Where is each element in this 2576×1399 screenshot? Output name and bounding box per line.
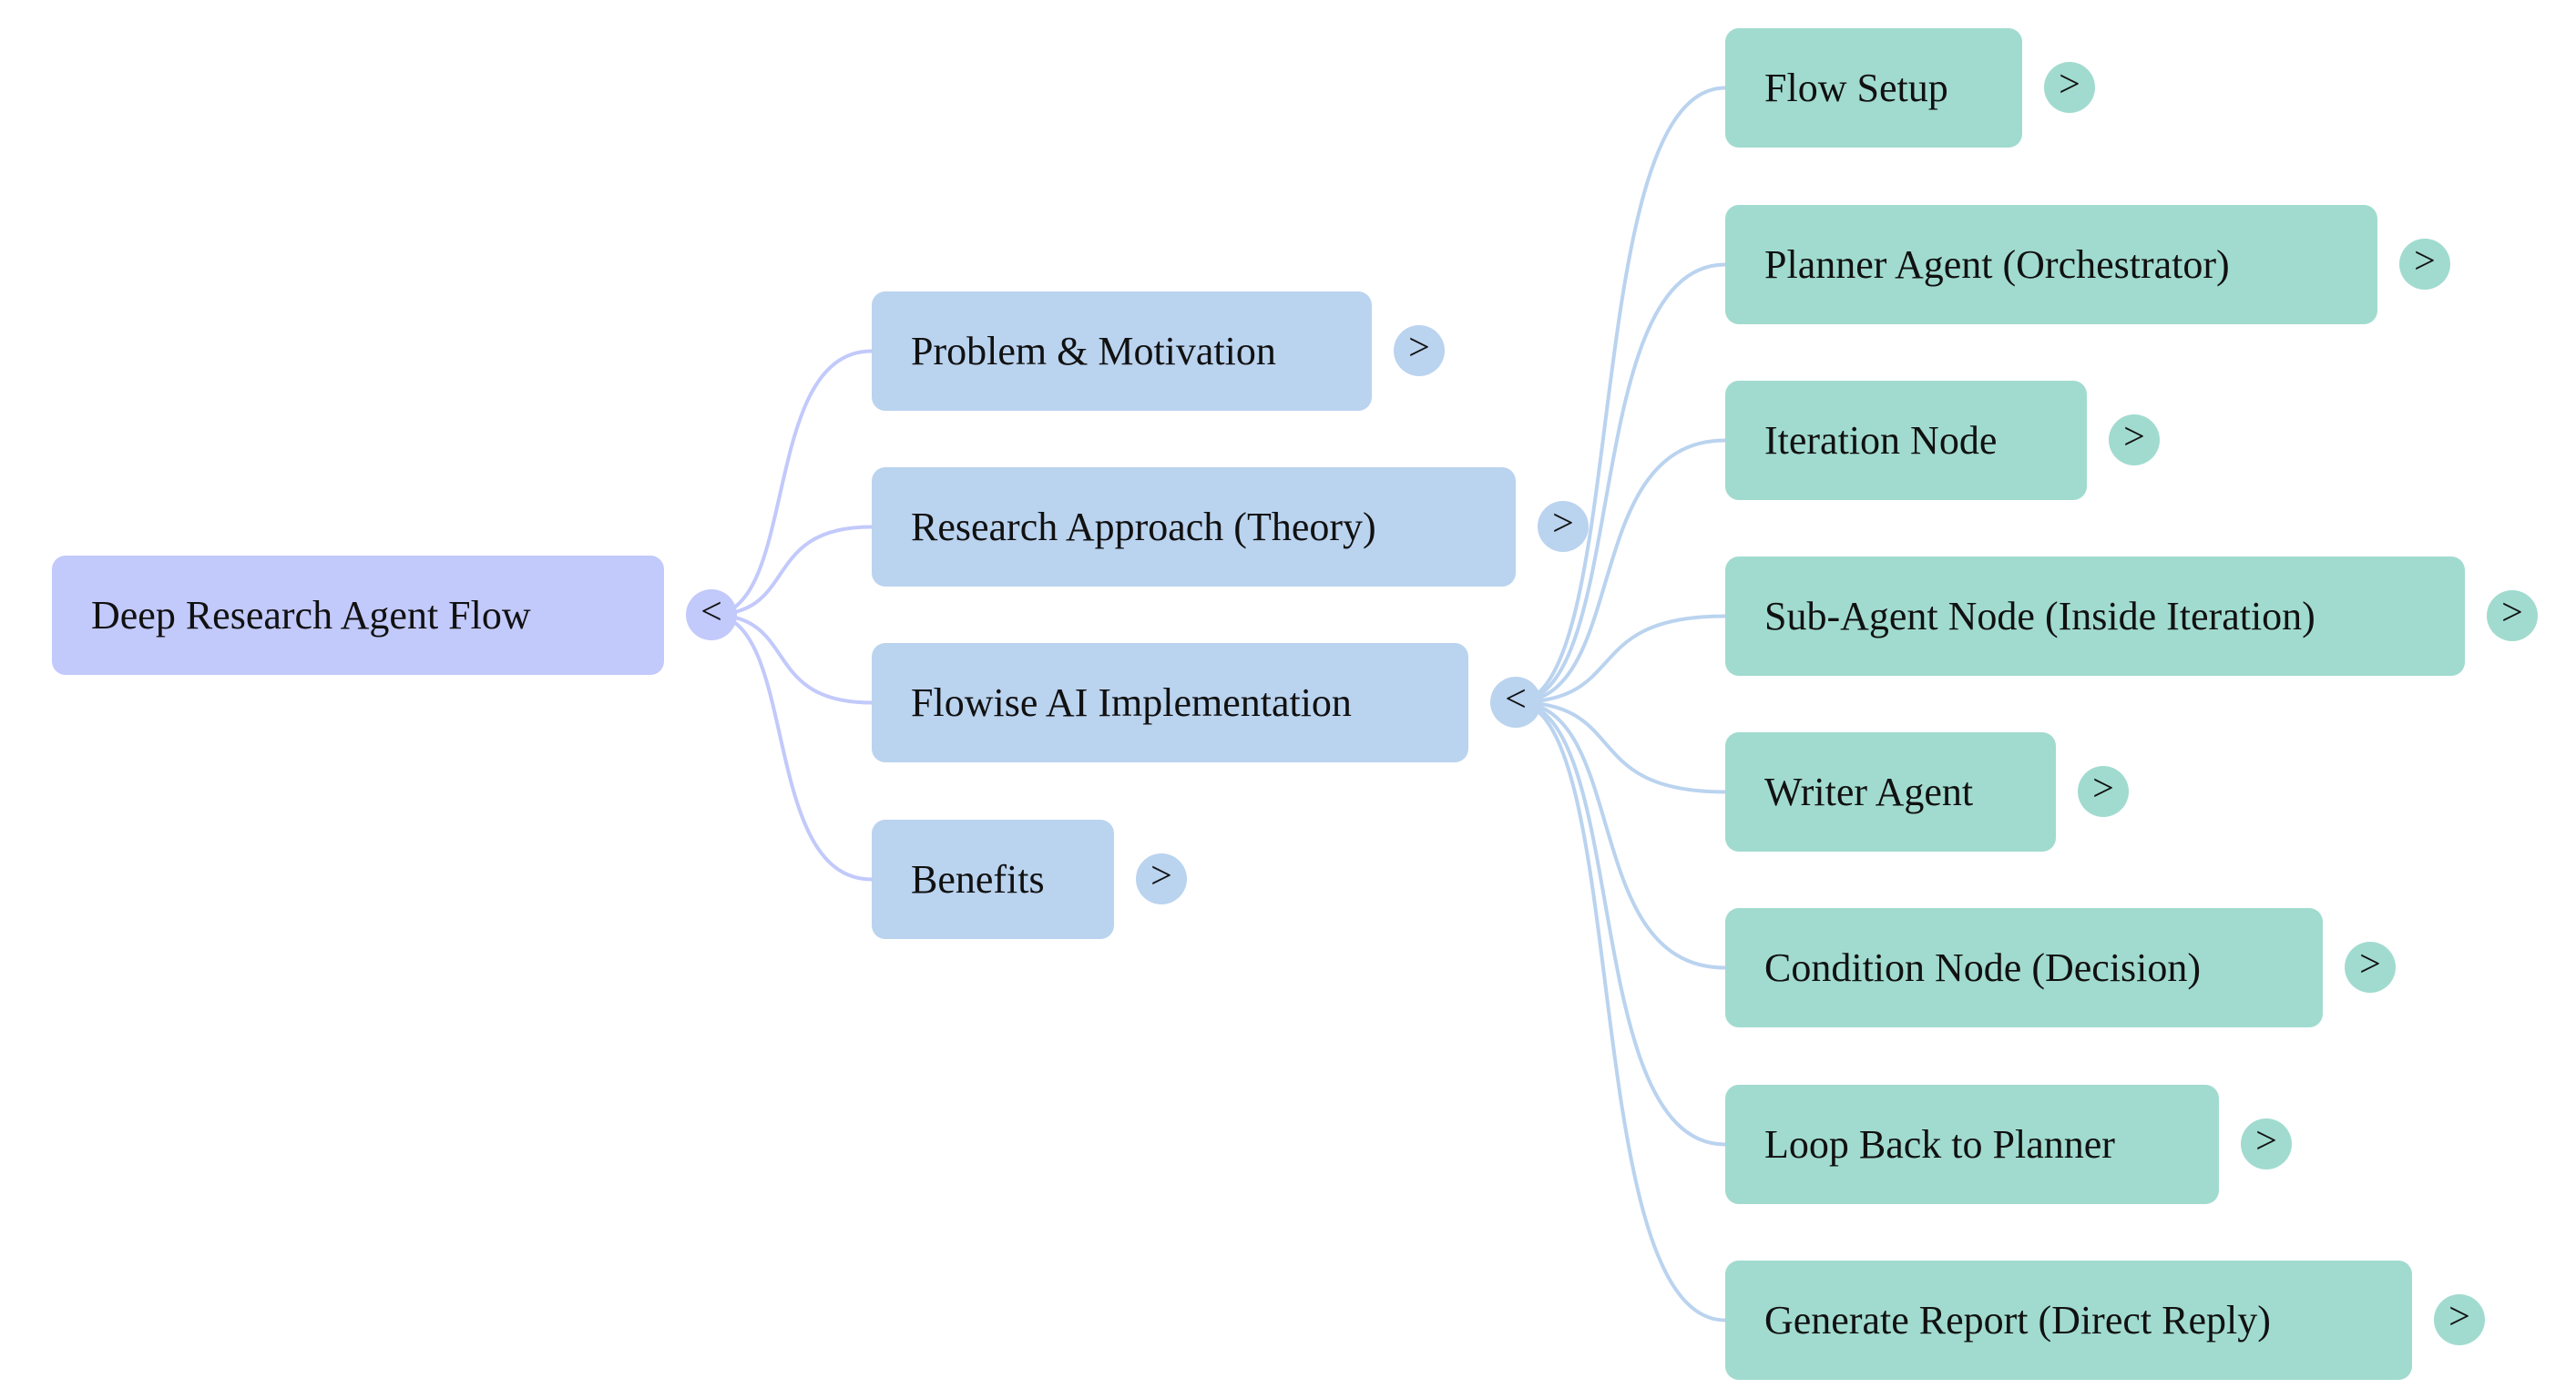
implementation-child-link [1515, 262, 1726, 704]
child-node-label: Writer Agent [1764, 770, 1974, 814]
child-expand-toggle[interactable]: > [2399, 239, 2450, 290]
child-node-sub-agent[interactable]: Sub-Agent Node (Inside Iteration) [1725, 557, 2465, 676]
root-node[interactable]: Deep Research Agent Flow [52, 556, 664, 675]
child-node-label: Iteration Node [1764, 418, 1998, 463]
implementation-child-link [1515, 438, 1726, 704]
root-branch-link [710, 613, 873, 882]
implementation-child-link [1515, 700, 1726, 1147]
branch-expand-toggle[interactable]: > [1136, 853, 1187, 904]
branch-node-label: Problem & Motivation [911, 329, 1276, 373]
child-node-iteration-node[interactable]: Iteration Node [1725, 381, 2087, 500]
root-collapse-toggle[interactable]: < [686, 589, 737, 640]
implementation-child-link [1515, 614, 1726, 704]
branch-node-label: Research Approach (Theory) [911, 505, 1376, 549]
child-expand-toggle[interactable]: > [2044, 62, 2095, 113]
implementation-child-link [1515, 700, 1726, 794]
branch-node-benefits[interactable]: Benefits [872, 820, 1114, 939]
child-expand-toggle[interactable]: > [2109, 414, 2160, 465]
branch-expand-toggle[interactable]: > [1394, 325, 1445, 376]
branch-node-label: Benefits [911, 857, 1045, 902]
branch-collapse-toggle[interactable]: < [1490, 677, 1541, 728]
child-expand-toggle[interactable]: > [2241, 1118, 2292, 1169]
child-node-loop-back[interactable]: Loop Back to Planner [1725, 1085, 2219, 1204]
root-branch-link [710, 525, 873, 617]
child-node-label: Planner Agent (Orchestrator) [1764, 242, 2230, 287]
branch-node-problem-motivation[interactable]: Problem & Motivation [872, 291, 1372, 411]
child-node-writer-agent[interactable]: Writer Agent [1725, 732, 2056, 852]
child-node-label: Flow Setup [1764, 66, 1948, 110]
implementation-child-link [1515, 86, 1726, 704]
implementation-child-link [1515, 700, 1726, 970]
child-expand-toggle[interactable]: > [2487, 590, 2538, 641]
branch-node-flowise-implementation[interactable]: Flowise AI Implementation [872, 643, 1468, 762]
child-node-condition-node[interactable]: Condition Node (Decision) [1725, 908, 2323, 1027]
root-node-label: Deep Research Agent Flow [91, 593, 531, 638]
branch-expand-toggle[interactable]: > [1538, 501, 1589, 552]
child-node-flow-setup[interactable]: Flow Setup [1725, 28, 2022, 148]
child-node-label: Generate Report (Direct Reply) [1764, 1298, 2271, 1343]
branch-node-research-approach[interactable]: Research Approach (Theory) [872, 467, 1516, 587]
child-node-label: Sub-Agent Node (Inside Iteration) [1764, 594, 2315, 638]
child-expand-toggle[interactable]: > [2078, 766, 2129, 817]
child-expand-toggle[interactable]: > [2345, 942, 2396, 993]
implementation-child-link [1515, 700, 1726, 1322]
child-node-planner-agent[interactable]: Planner Agent (Orchestrator) [1725, 205, 2377, 324]
child-node-label: Loop Back to Planner [1764, 1122, 2115, 1167]
child-node-label: Condition Node (Decision) [1764, 945, 2202, 990]
branch-node-label: Flowise AI Implementation [911, 680, 1352, 725]
child-expand-toggle[interactable]: > [2434, 1294, 2485, 1345]
child-node-generate-report[interactable]: Generate Report (Direct Reply) [1725, 1261, 2412, 1380]
root-branch-link [710, 613, 873, 705]
root-branch-link [710, 349, 873, 617]
